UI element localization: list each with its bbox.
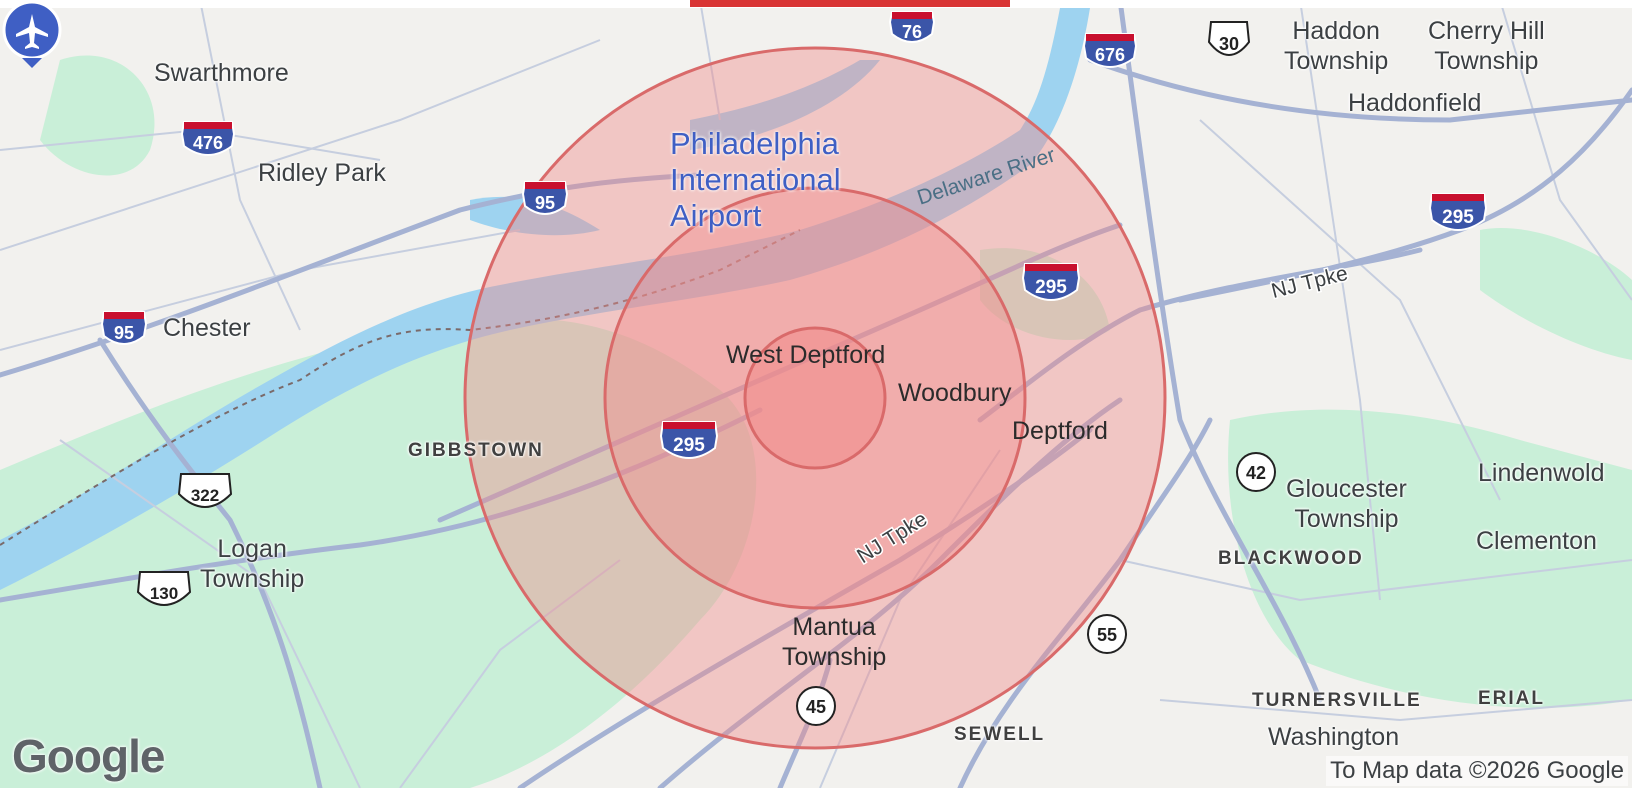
shield-i95-airport: 95: [521, 181, 569, 215]
place-label-blackwood: BLACKWOOD: [1218, 548, 1364, 569]
shield-i295-center: 295: [659, 421, 719, 459]
shield-i295-east: 295: [1021, 263, 1081, 301]
svg-text:676: 676: [1095, 45, 1125, 65]
google-logo: Google: [12, 730, 165, 782]
place-label-chester: Chester: [163, 314, 251, 342]
highway-shields: 76 676 30 476 95: [100, 11, 1488, 726]
svg-text:55: 55: [1097, 625, 1117, 645]
place-label-haddon-township: Haddon Township: [1284, 17, 1389, 75]
place-label-west-deptford: West Deptford: [726, 341, 886, 369]
svg-text:130: 130: [150, 584, 178, 603]
place-label-logan-township: Logan Township: [200, 535, 305, 593]
shield-i295-right: 295: [1428, 193, 1488, 231]
place-label-ridley-park: Ridley Park: [258, 159, 386, 187]
svg-text:76: 76: [902, 22, 922, 42]
place-label-cherry-hill-township: Cherry Hill Township: [1428, 17, 1545, 75]
shield-i95-chester: 95: [100, 311, 148, 345]
place-label-gloucester-township: Gloucester Township: [1286, 475, 1407, 533]
ring-inner[interactable]: [743, 326, 887, 470]
place-label-erial: ERIAL: [1478, 688, 1545, 709]
svg-text:42: 42: [1246, 463, 1266, 483]
svg-text:295: 295: [1035, 277, 1067, 298]
place-label-turnersville: TURNERSVILLE: [1252, 690, 1422, 711]
radius-rings: [463, 46, 1167, 750]
place-label-haddonfield: Haddonfield: [1348, 89, 1482, 117]
place-label-deptford: Deptford: [1012, 417, 1108, 445]
place-label-washington: Washington: [1268, 723, 1400, 751]
svg-text:95: 95: [535, 193, 555, 213]
shield-rt55: 55: [1087, 614, 1127, 654]
svg-text:295: 295: [673, 435, 705, 456]
svg-text:30: 30: [1219, 34, 1239, 54]
place-label-sewell: SEWELL: [954, 724, 1046, 745]
shield-rt42: 42: [1236, 452, 1276, 492]
svg-text:45: 45: [806, 697, 826, 717]
place-label-lindenwold: Lindenwold: [1478, 459, 1605, 487]
svg-text:295: 295: [1442, 207, 1474, 228]
shield-i676: 676: [1082, 33, 1138, 68]
place-label-gibbstown: GIBBSTOWN: [408, 440, 544, 461]
shield-i76: 76: [888, 11, 936, 43]
map-attribution[interactable]: To Map data ©2026 Google: [1326, 756, 1628, 786]
shield-i476: 476: [180, 121, 236, 156]
top-red-bar: [690, 0, 1010, 7]
airport-label[interactable]: Philadelphia International Airport: [670, 126, 841, 233]
place-label-woodbury: Woodbury: [898, 379, 1012, 407]
shield-rt45: 45: [796, 686, 836, 726]
svg-text:95: 95: [114, 323, 134, 343]
svg-text:322: 322: [191, 486, 219, 505]
airport-icon[interactable]: [0, 0, 64, 70]
place-label-clementon: Clementon: [1476, 527, 1597, 555]
water-bodies: [0, 8, 1090, 590]
shield-us322: 322: [177, 473, 233, 508]
shield-us130: 130: [136, 571, 192, 606]
railway-line: [0, 229, 801, 546]
svg-text:476: 476: [193, 133, 223, 153]
place-label-mantua-township: Mantua Township: [782, 613, 887, 671]
place-label-swarthmore: Swarthmore: [154, 59, 289, 87]
shield-us30: 30: [1207, 21, 1251, 56]
